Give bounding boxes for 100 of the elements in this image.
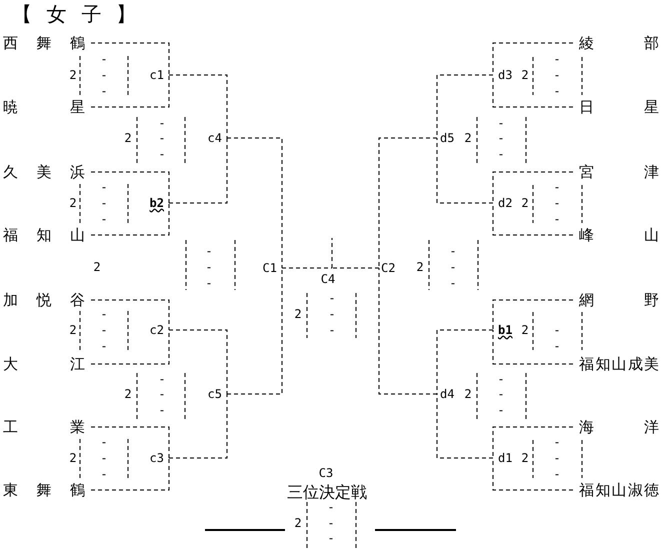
bracket-line [168, 138, 228, 204]
score-dash: - [100, 436, 108, 448]
bracket-line [492, 330, 574, 364]
bracket-line [168, 74, 228, 138]
score-dash: - [100, 340, 108, 352]
score-dash: - [100, 197, 108, 209]
score-dash: - [327, 501, 335, 513]
match-code: b2 [150, 196, 169, 215]
match-code: C1 [262, 261, 282, 275]
team-name: 加悦谷 [3, 292, 91, 308]
score-number: 2 [416, 261, 424, 273]
score-dash: - [328, 324, 336, 336]
score-number: 2 [464, 132, 472, 144]
bracket-line [90, 42, 170, 76]
match-code: d2 [493, 196, 512, 210]
bracket-line [436, 138, 494, 204]
team-name: 福知山淑徳 [573, 482, 659, 498]
match-code: c5 [208, 387, 227, 401]
score-dash: - [327, 517, 335, 529]
score-dash: - [553, 213, 561, 225]
match-code: c3 [150, 451, 169, 465]
team-name: 西舞鶴 [3, 35, 91, 51]
score-dash: - [100, 85, 108, 97]
score-dash: - [497, 388, 505, 400]
score-dash: - [553, 197, 561, 209]
team-name: 暁星 [3, 99, 91, 115]
team-name: 工業 [3, 419, 91, 435]
bracket-line [436, 394, 494, 458]
score-dash: - [449, 277, 457, 289]
bracket-line [90, 300, 170, 330]
match-code: d4 [437, 387, 454, 401]
score-number: 2 [294, 308, 302, 320]
match-title: 三位決定戦 [287, 484, 367, 500]
team-name: 峰山 [573, 227, 659, 243]
score-number: 2 [69, 324, 77, 336]
team-name: 東舞鶴 [3, 482, 91, 498]
score-number: 2 [69, 452, 77, 464]
score-dash: - [205, 261, 213, 273]
score-dash: - [158, 148, 166, 160]
bracket-line [378, 138, 438, 268]
bracket-line [378, 268, 438, 394]
score-dash: - [100, 468, 108, 480]
bracket-line [168, 394, 228, 458]
score-dash: - [553, 85, 561, 97]
team-name: 綾部 [573, 35, 659, 51]
score-number: 2 [464, 388, 472, 400]
score-number: 2 [93, 261, 101, 273]
bracket-line [226, 268, 282, 394]
bracket-line [90, 74, 170, 108]
score-dash: - [553, 69, 561, 81]
match-code: b1 [493, 323, 512, 342]
bracket-line [492, 172, 574, 204]
match-code: C4 [318, 268, 338, 288]
score-number: 2 [521, 452, 529, 464]
match-code: C2 [379, 261, 396, 275]
score-number: 2 [521, 324, 529, 336]
team-name: 福知山成美 [573, 356, 659, 372]
bracket-line [226, 138, 282, 268]
score-dash: - [158, 373, 166, 385]
score-dash: - [497, 148, 505, 160]
score-number: 2 [521, 69, 529, 81]
match-code: c1 [150, 68, 169, 82]
bracket-line [90, 172, 170, 204]
team-name: 久美浜 [3, 164, 91, 180]
match-code: C3 [318, 466, 334, 480]
page-title: 【女子】 [12, 2, 136, 26]
score-dash: - [497, 132, 505, 144]
match-code: d1 [493, 451, 512, 465]
bracket-line [436, 330, 494, 394]
score-number: 2 [124, 132, 132, 144]
match-code: c4 [208, 131, 227, 145]
score-number: 2 [521, 197, 529, 209]
bracket-line [492, 426, 574, 458]
team-name: 日星 [573, 99, 659, 115]
score-dash: - [553, 436, 561, 448]
score-dash: - [497, 117, 505, 129]
score-dash: - [497, 404, 505, 416]
bracket-line [90, 458, 170, 490]
bracket-line [168, 330, 228, 394]
score-dash: - [100, 69, 108, 81]
bracket-line [90, 426, 170, 458]
team-name: 福知山 [3, 227, 91, 243]
score-dash: - [449, 261, 457, 273]
score-dash: - [553, 468, 561, 480]
score-dash: - [327, 532, 335, 544]
team-name: 海洋 [573, 419, 659, 435]
match-code: d3 [493, 68, 512, 82]
score-number: 2 [124, 388, 132, 400]
score-dash: - [100, 53, 108, 65]
team-name: 網野 [573, 292, 659, 308]
score-dash: - [205, 245, 213, 257]
score-dash: - [158, 388, 166, 400]
score-dash: - [553, 340, 561, 352]
score-dash: - [100, 181, 108, 193]
bracket-line [492, 300, 574, 330]
score-dash: - [553, 452, 561, 464]
score-dash: - [497, 373, 505, 385]
score-dash: - [449, 245, 457, 257]
score-dash: - [553, 181, 561, 193]
score-dash: - [158, 117, 166, 129]
